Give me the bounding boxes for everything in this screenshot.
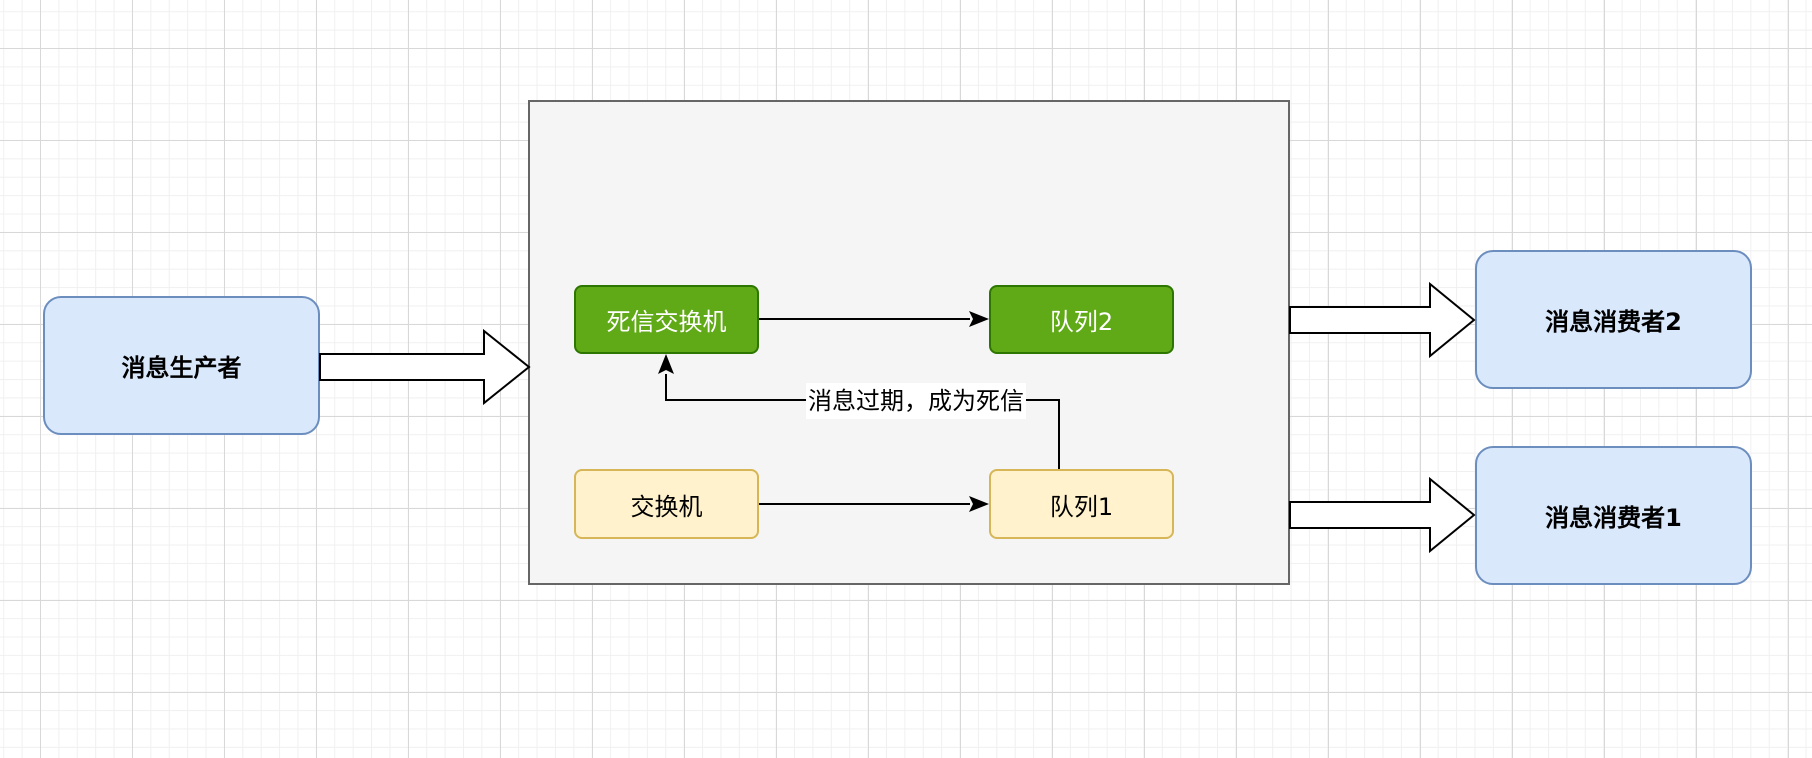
consumer-1-label: 消息消费者1 [1545,504,1682,532]
dlx-to-queue-2-arrowhead [969,311,989,327]
queue-2-node[interactable]: 队列2 [989,285,1174,354]
dead-letter-exchange-node[interactable]: 死信交换机 [574,285,759,354]
consumer-2-label: 消息消费者2 [1545,308,1682,336]
queue-1-to-dlx-arrowhead [658,354,674,374]
dead-letter-exchange-label: 死信交换机 [606,308,727,336]
broker-to-consumer-2-arrow[interactable] [1289,281,1476,359]
exchange-label: 交换机 [630,492,703,521]
consumer-1-node[interactable]: 消息消费者1 [1475,446,1752,585]
expiry-edge-label: 消息过期，成为死信 [806,383,1026,419]
queue-1-node[interactable]: 队列1 [989,469,1174,539]
dlx-to-queue-2-edge[interactable] [759,311,989,327]
producer-node[interactable]: 消息生产者 [43,296,320,435]
queue-2-label: 队列2 [1049,308,1114,336]
producer-label: 消息生产者 [121,354,242,382]
broker-to-consumer-1-arrow[interactable] [1289,476,1476,554]
exchange-to-queue-1-arrowhead [969,496,989,512]
exchange-to-queue-1-edge[interactable] [759,496,989,512]
queue-1-label: 队列1 [1049,492,1114,521]
producer-to-broker-arrow[interactable] [319,328,531,406]
exchange-node[interactable]: 交换机 [574,469,759,539]
consumer-2-node[interactable]: 消息消费者2 [1475,250,1752,389]
